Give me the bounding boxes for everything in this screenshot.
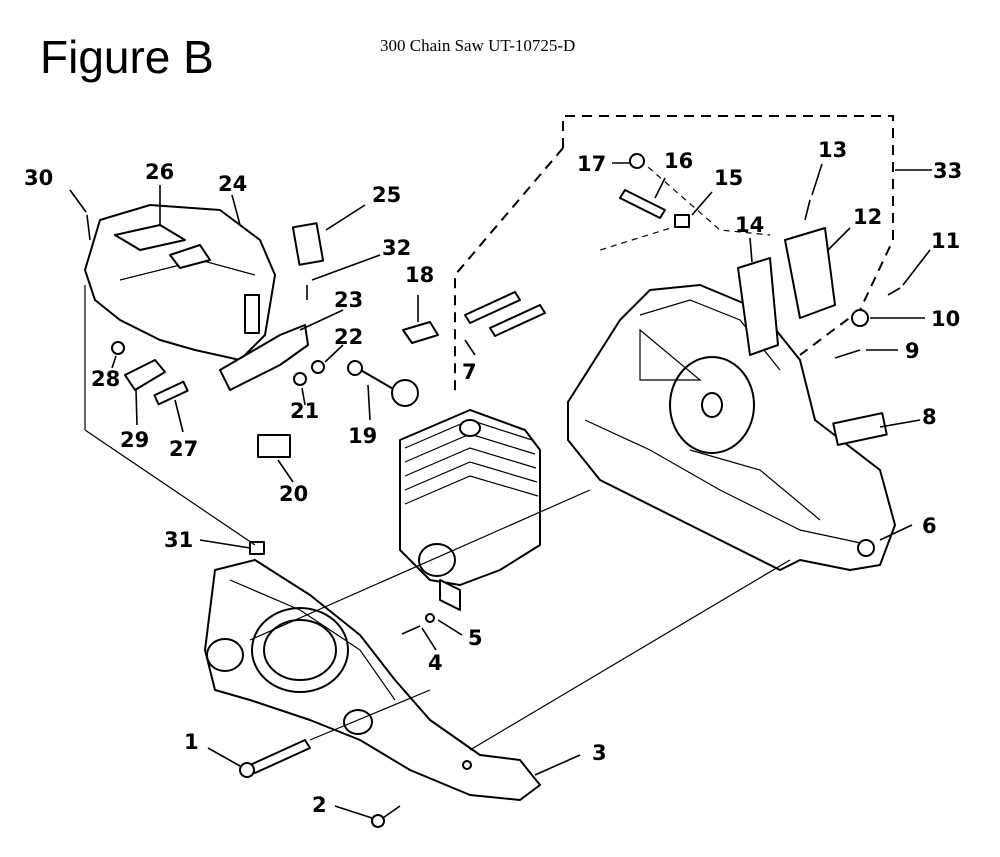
bolt-7b	[489, 304, 546, 337]
callout-5: 5	[468, 626, 483, 650]
crankcase-6	[567, 284, 896, 571]
callout-18: 18	[405, 263, 434, 287]
callout-27: 27	[169, 437, 198, 461]
callout-2: 2	[312, 793, 327, 817]
bolt-2	[371, 814, 385, 828]
part-28	[111, 341, 125, 355]
callout-26: 26	[145, 160, 174, 184]
part-21	[293, 372, 307, 386]
callout-9: 9	[905, 339, 920, 363]
callout-23: 23	[334, 288, 363, 312]
callout-28: 28	[91, 367, 120, 391]
callout-17: 17	[577, 152, 606, 176]
bolt-1	[249, 739, 311, 774]
callout-20: 20	[279, 482, 308, 506]
part-17	[629, 153, 645, 169]
part-10	[851, 309, 869, 327]
callout-13: 13	[818, 138, 847, 162]
callout-11: 11	[931, 229, 960, 253]
bolt-7a	[464, 291, 521, 324]
callout-16: 16	[664, 149, 693, 173]
part-31	[249, 541, 265, 555]
figure-subtitle: 300 Chain Saw UT-10725-D	[380, 36, 576, 55]
gasket-25	[291, 222, 325, 266]
callout-19: 19	[348, 424, 377, 448]
callout-30: 30	[24, 166, 53, 190]
callout-6: 6	[922, 514, 937, 538]
plate-12	[784, 227, 836, 319]
part-16	[619, 189, 666, 219]
callout-24: 24	[218, 172, 247, 196]
part-20	[257, 434, 291, 458]
callout-8: 8	[922, 405, 937, 429]
cylinder	[399, 409, 541, 611]
bracket-23	[219, 324, 309, 391]
callout-33: 33	[933, 159, 962, 183]
decompression-19	[391, 379, 419, 407]
callout-14: 14	[735, 213, 764, 237]
part-15	[674, 214, 690, 228]
part-22	[311, 360, 325, 374]
switch-18	[402, 321, 439, 344]
callout-21: 21	[290, 399, 319, 423]
callout-10: 10	[931, 307, 960, 331]
part-8	[832, 412, 888, 446]
callout-31: 31	[164, 528, 193, 552]
callout-1: 1	[184, 730, 199, 754]
plate-14	[737, 257, 779, 356]
figure-title: Figure B	[40, 31, 214, 83]
callout-29: 29	[120, 428, 149, 452]
assembly-box-33-left	[454, 147, 564, 395]
part-29	[124, 359, 166, 391]
callout-12: 12	[853, 205, 882, 229]
callout-7: 7	[462, 360, 477, 384]
callout-22: 22	[334, 325, 363, 349]
part-27	[153, 380, 189, 406]
callout-32: 32	[382, 236, 411, 260]
callout-3: 3	[592, 741, 607, 765]
assembly-box-33	[562, 115, 894, 356]
part-5	[425, 613, 435, 623]
callout-25: 25	[372, 183, 401, 207]
shroud-cover	[84, 204, 276, 361]
callout-4: 4	[428, 651, 443, 675]
callout-15: 15	[714, 166, 743, 190]
